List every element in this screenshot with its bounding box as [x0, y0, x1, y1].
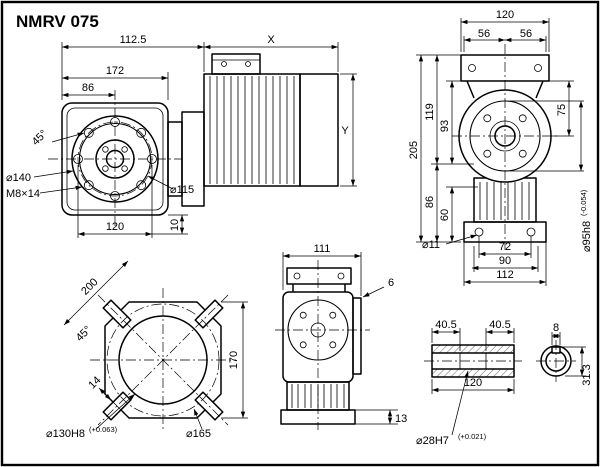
flange-bolt-hole: [534, 64, 542, 72]
dim-foot-offset: 10: [169, 219, 181, 231]
dim-flange-thickness: 6: [388, 277, 394, 289]
dim-bolt-circle: 120: [106, 221, 124, 233]
front-centerlines: [48, 90, 182, 228]
dim-motor-height: Y: [341, 125, 349, 137]
section-hatch-top: [432, 345, 514, 353]
motor-view: 112.5 X Y: [62, 34, 357, 187]
dim-side-depth: 111: [314, 243, 331, 255]
mounting-centerlines: [90, 288, 236, 432]
dim-height-foot: 60: [439, 209, 451, 221]
dim-spigot-tol: (-0.054): [579, 189, 588, 216]
front-extension-lines: [61, 42, 188, 238]
hub-bolt-holes: [102, 146, 128, 172]
dim-shaft-bore-dia: ⌀28H7: [416, 435, 449, 447]
neck-lines: [292, 284, 346, 292]
dim-base-width: 112: [496, 269, 514, 281]
dim-hub-length: 120: [464, 377, 482, 389]
output-bolt-holes: [483, 114, 527, 158]
dim-shaft-bore-tol: (+0.021): [458, 432, 487, 441]
dim-flange-width: 120: [496, 9, 514, 21]
dim-width-overall: 172: [106, 65, 124, 77]
dim-bolt-thread: M8×14: [6, 188, 40, 200]
side-extension-lines: [282, 252, 398, 425]
dim-height-total: 205: [408, 141, 420, 159]
flange-taper: [466, 80, 544, 99]
dim-gearbox-depth: 112.5: [120, 34, 147, 46]
dim-height-lower: 86: [424, 196, 436, 208]
dim-bore-depth-right: 40.5: [489, 319, 510, 331]
shaft-detail-view: 40.5 40.5 120 8 31.3 ⌀28H7 (+0.021): [416, 319, 593, 447]
dim-bore-depth-left: 40.5: [435, 319, 456, 331]
output-centerlines: [452, 44, 558, 250]
motor-cooling-fins: [209, 76, 295, 184]
mounting-view: 170 200 45° 14 ⌀130H8 (+0.063) ⌀165: [46, 260, 248, 440]
terminal-box-screw: [221, 61, 227, 67]
terminal-box-screw: [245, 61, 251, 67]
input-flange-hole: [337, 272, 345, 280]
dim-motor-length: X: [267, 34, 275, 46]
motor-extension-lines: [203, 42, 357, 187]
dim-mounting-bore-dia: ⌀130H8: [46, 428, 85, 440]
dim-spigot-dia: ⌀95h8 (-0.054): [579, 189, 593, 252]
output-fins: [479, 182, 530, 220]
side-centerlines: [275, 260, 370, 430]
dim-mounting-bore-tol: (+0.063): [89, 425, 118, 434]
dim-foot-hole-dia: ⌀11: [422, 239, 440, 251]
side-view: 111 6 13: [275, 243, 407, 430]
dim-foot-holes-span: 72: [499, 241, 511, 253]
bore-lines: [432, 352, 514, 370]
dim-bolt-right: 56: [520, 28, 532, 40]
dim-mounting-bolt-circle: ⌀165: [186, 428, 211, 440]
motor-fan-cover: [299, 73, 339, 187]
dim-height-mid: 93: [439, 120, 451, 132]
dim-axis-height: 75: [556, 104, 568, 116]
dim-height-upper: 119: [424, 103, 436, 121]
output-view: 120 56 56 205 119 86 93 60 75 ⌀95h8 (-0.…: [408, 9, 593, 286]
end-view-centerlines: [536, 340, 576, 382]
dim-mounting-width: 170: [228, 351, 240, 369]
dim-bore-key-height: 31.3: [581, 364, 593, 385]
drawing-title: NMRV 075: [16, 12, 99, 31]
svg-text:⌀95h8: ⌀95h8: [581, 221, 593, 252]
side-cover-bolts: [299, 311, 337, 349]
input-flange-hole: [293, 272, 301, 280]
dim-width-half: 86: [82, 82, 94, 94]
flange-bolt-hole: [468, 64, 476, 72]
shaft-extension-lines: [431, 328, 586, 394]
dim-foot-width-inner: 90: [499, 255, 511, 267]
dim-foot-height: 13: [395, 413, 407, 425]
input-flange-edge: [286, 267, 352, 285]
dim-key-width: 8: [553, 322, 559, 334]
section-hatch-bottom: [432, 369, 514, 377]
dim-bolt-left: 56: [478, 28, 490, 40]
output-flange-edge: [352, 297, 362, 375]
dim-flange-dia: ⌀140: [6, 172, 31, 184]
dim-pilot-dia: ⌀115: [170, 184, 194, 196]
mounting-extension-lines: [100, 301, 248, 419]
